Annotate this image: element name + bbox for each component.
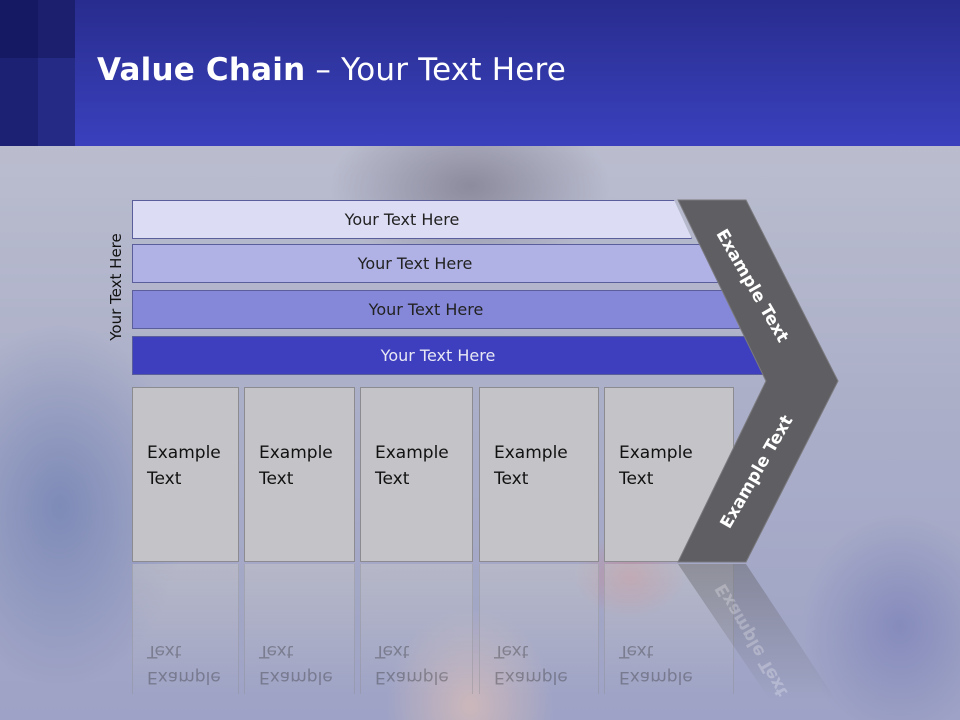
value-bar-label: Your Text Here xyxy=(344,210,460,229)
value-bar-1[interactable]: Your Text Here xyxy=(132,200,692,239)
column-line2: Text xyxy=(619,469,654,489)
value-bar-label: Your Text Here xyxy=(380,346,496,365)
column-line1: Example xyxy=(494,443,568,463)
header-band: Value Chain – Your Text Here xyxy=(0,0,960,146)
column-line1: Example xyxy=(375,443,449,463)
column-line2: Text xyxy=(147,469,182,489)
header-accent-block xyxy=(0,0,75,58)
value-bar-4[interactable]: Your Text Here xyxy=(132,336,764,375)
value-bar-3[interactable]: Your Text Here xyxy=(132,290,740,329)
chevron-arrow[interactable] xyxy=(677,199,839,563)
slide-title[interactable]: Value Chain – Your Text Here xyxy=(97,52,566,88)
column-line2: Text xyxy=(494,469,529,489)
slide-title-rest: – Your Text Here xyxy=(305,52,567,88)
column-line1: Example xyxy=(619,443,693,463)
chevron-reflection xyxy=(678,564,836,700)
header-accent-block xyxy=(38,0,75,146)
value-bar-label: Your Text Here xyxy=(368,300,484,319)
column-line2: Text xyxy=(259,469,294,489)
column-line1: Example xyxy=(147,443,221,463)
header-accent-block xyxy=(0,0,38,146)
column-line1: Example xyxy=(259,443,333,463)
value-bar-label: Your Text Here xyxy=(357,254,473,273)
value-bar-2[interactable]: Your Text Here xyxy=(132,244,718,283)
slide-title-bold: Value Chain xyxy=(97,52,306,88)
column-line2: Text xyxy=(375,469,410,489)
